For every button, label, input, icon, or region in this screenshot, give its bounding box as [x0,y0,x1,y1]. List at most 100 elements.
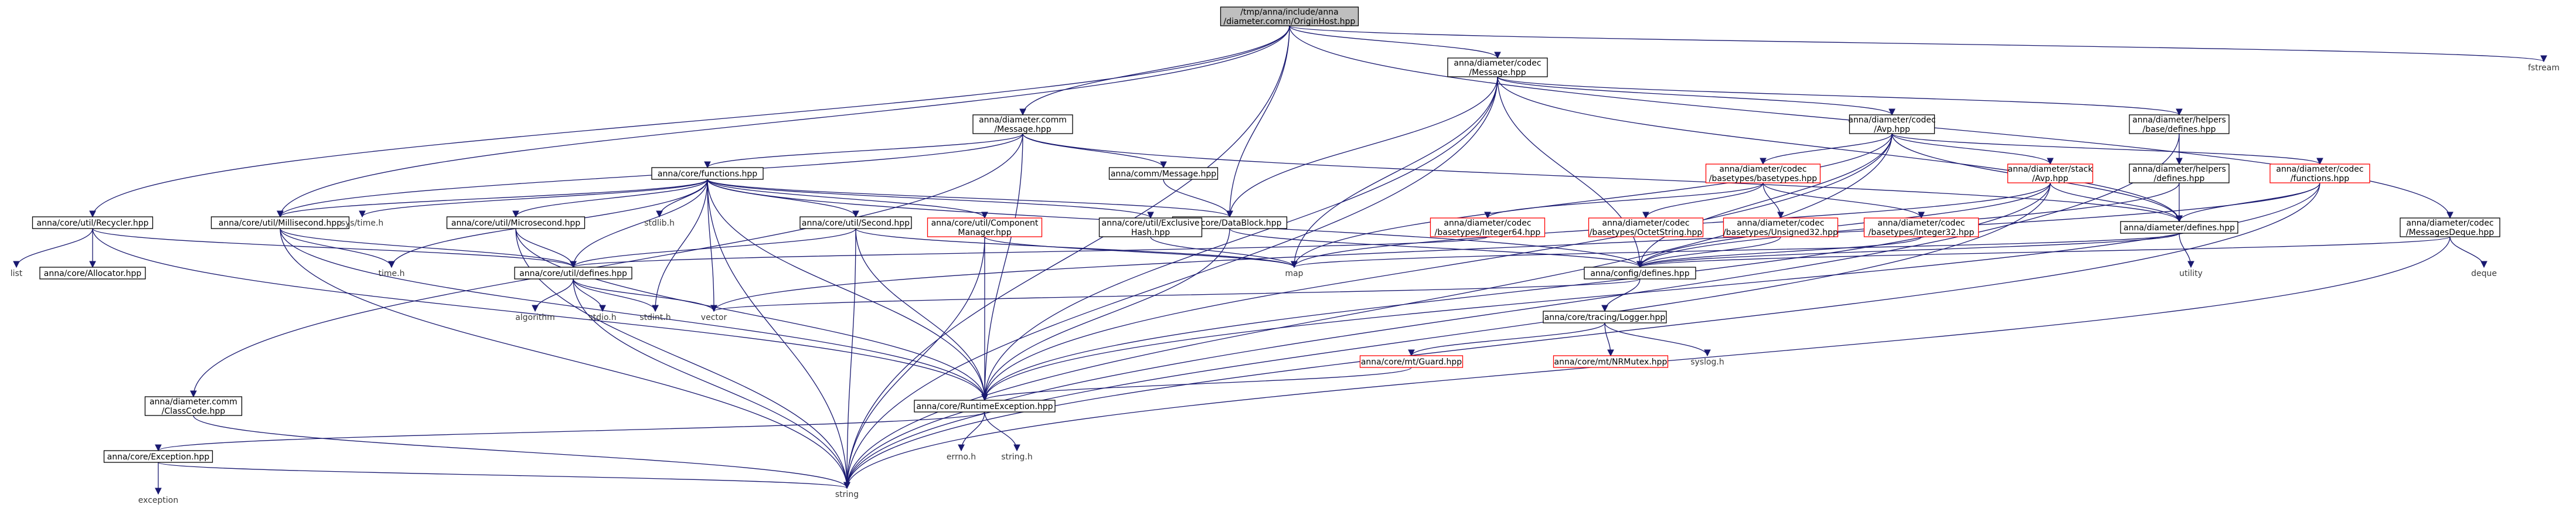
edge-functions-to-stdlib [656,179,708,218]
node-box [1359,355,1464,368]
node-label: string.h [1001,452,1033,462]
node-box [2269,163,2370,183]
node-anna-diameter-codec-basetypes-integer32-hpp[interactable]: anna/diameter/codec/basetypes/Integer32.… [1863,217,1979,237]
edge-basetypes-to-uns32 [1762,182,1784,219]
node-anna-diameter-codec-functions-hpp[interactable]: anna/diameter/codec/functions.hpp [2269,163,2370,183]
edge-datablock-to-rtexc [981,228,1230,401]
node-box [972,114,1073,134]
node-anna-core-runtimeexception-hpp[interactable]: anna/core/RuntimeException.hpp [914,400,1056,413]
node-label: stdint.h [639,313,671,322]
node-anna-diameter-codec-basetypes-octetstring-hpp[interactable]: anna/diameter/codec/basetypes/OctetStrin… [1588,217,1704,237]
node-label: anna/core/DataBlock.hpp [1178,219,1281,228]
node-anna-diameter-codec-messagesdeque-hpp[interactable]: anna/diameter/codec/MessagesDeque.hpp [2400,217,2500,237]
node-box [914,400,1056,413]
node-utility: utility [2179,269,2203,278]
node-label: anna/core/Allocator.hpp [44,269,142,278]
edge-avp-to-map [1291,133,1893,268]
node-box [1543,311,1667,323]
node-label: anna/diameter/stack [2008,165,2094,174]
node-anna-core-mt-guard-hpp[interactable]: anna/core/mt/Guard.hpp [1359,355,1464,368]
node-anna-core-util-second-hpp[interactable]: anna/core/util/Second.hpp [799,216,912,229]
node-anna-diameter-codec-message-hpp[interactable]: anna/diameter/codec/Message.hpp [1447,57,1548,77]
node-anna-core-util-defines-hpp[interactable]: anna/core/util/defines.hpp [514,267,632,280]
edge-codecmsg-to-helpersbase [1497,76,2183,116]
edge-milli-to-timeh [280,228,395,268]
node-box [1447,57,1548,77]
node-anna-diameter-codec-basetypes-basetypes-hpp[interactable]: anna/diameter/codec/basetypes/basetypes.… [1705,163,1821,183]
node-anna-diameter-defines-hpp[interactable]: anna/diameter/defines.hpp [2120,221,2238,234]
edge-avp-to-string [843,133,1893,489]
node-string-h: string.h [1001,452,1033,462]
edge-int64-to-utildefines [570,236,1488,268]
node-box [1863,217,1979,237]
node-anna-comm-message-hpp[interactable]: anna/comm/Message.hpp [1108,167,1219,180]
edge-msgdeque-to-configdefines [1636,236,2451,268]
edge-codecmsg-to-map [1291,76,1498,268]
node-anna-diameter-helpers-defines-hpp[interactable]: anna/diameter/helpers/defines.hpp [2129,163,2230,183]
node-anna-core-allocator-hpp[interactable]: anna/core/Allocator.hpp [39,267,146,280]
node-anna-diameter-codec-basetypes-unsigned32-hpp[interactable]: anna/diameter/codec/basetypes/Unsigned32… [1723,217,1839,237]
node-label: /base/defines.hpp [2142,125,2216,134]
node-anna-core-tracing-logger-hpp[interactable]: anna/core/tracing/Logger.hpp [1543,311,1667,323]
node-anna-core-functions-hpp[interactable]: anna/core/functions.hpp [651,167,764,180]
node-label: algorithm [515,313,555,322]
edge-utildefines-to-stdioh [573,278,606,312]
edge-codecmsg-to-rtexc [981,76,1498,401]
node-label: anna/diameter/codec [1848,115,1935,125]
node-anna-core-exception-hpp[interactable]: anna/core/Exception.hpp [103,450,213,463]
node-label: anna/core/tracing/Logger.hpp [1544,313,1666,322]
edge-root-to-codecmsg [1289,25,1501,59]
node-anna-diameter-helpers-base-defines-hpp[interactable]: anna/diameter/helpers/base/defines.hpp [2129,114,2230,134]
node-anna-core-util-microsecond-hpp[interactable]: anna/core/util/Microsecond.hpp [446,216,586,229]
node-label: utility [2179,269,2203,278]
node-label: anna/core/util/Exclusive [1102,219,1200,228]
node-label: anna/core/functions.hpp [658,169,757,179]
edge-codecmsg-to-avp [1497,76,1896,116]
node-label: /defines.hpp [2154,174,2205,183]
node-label: anna/comm/Message.hpp [1111,169,1216,179]
node-deque: deque [2471,269,2497,278]
edge-avp-to-rtexc [981,133,1893,401]
node-label: /tmp/anna/include/anna [1240,8,1338,17]
edge-uns32-to-configdefines [1636,236,1781,268]
node-anna-diameter-stack-avp-hpp[interactable]: anna/diameter/stack/Avp.hpp [2007,163,2094,183]
node-anna-diameter-codec-avp-hpp[interactable]: anna/diameter/codec/Avp.hpp [1848,114,1936,134]
node-box [1705,163,1821,183]
node-label: anna/core/util/Microsecond.hpp [451,219,580,228]
node-anna-diameter-comm-message-hpp[interactable]: anna/diameter.comm/Message.hpp [972,114,1073,134]
node-label: anna/diameter/codec [2406,219,2493,228]
node-anna-core-mt-nrmutex-hpp[interactable]: anna/core/mt/NRMutex.hpp [1553,355,1669,368]
edge-milli-to-rtexc [280,228,988,401]
edge-second-to-string [843,228,856,489]
node-anna-diameter-comm-classcode-hpp[interactable]: anna/diameter.comm/ClassCode.hpp [144,396,243,416]
node-box [1723,217,1839,237]
edge-int32-to-configdefines [1636,236,1922,268]
node-label: anna/core/mt/Guard.hpp [1361,357,1462,367]
node-anna-core-util-millisecond-hpp[interactable]: anna/core/util/Millisecond.hpp [210,216,350,229]
node-box [651,167,764,180]
node-label: /Message.hpp [1469,68,1526,77]
edge-commmsg-to-commmessage [1022,133,1167,169]
edge-utildefines-to-algorithm [532,278,574,312]
node-anna-diameter-codec-basetypes-integer64-hpp[interactable]: anna/diameter/codec/basetypes/Integer64.… [1430,217,1546,237]
node-label: anna/diameter.comm [149,397,237,407]
node-label: anna/diameter/codec [1719,165,1806,174]
edge-stackavp-to-rtexc [981,182,2051,401]
node-anna-core-util-recycler-hpp[interactable]: anna/core/util/Recycler.hpp [32,216,154,229]
node-errno-h: errno.h [947,452,976,462]
node-anna-config-defines-hpp[interactable]: anna/config/defines.hpp [1584,267,1696,280]
edge-recycler-to-rtexc [92,228,988,401]
edge-commmessage-to-datablock [1163,179,1233,218]
edge-functions-to-datablock [707,179,1233,218]
node-label: anna/config/defines.hpp [1590,269,1689,278]
edge-msgdeque-to-deque [2449,236,2487,268]
edge-second-to-utildefines [570,228,856,268]
node-label: /diameter.comm/OriginHost.hpp [1224,17,1356,26]
node-box [2007,163,2094,183]
edge-milli-to-string [280,228,850,489]
node-stdint-h: stdint.h [639,313,671,322]
edge-functions-to-stdinth [652,179,708,312]
node-tmp-anna-include-anna-diameter-comm-originhost-hpp[interactable]: /tmp/anna/include/anna/diameter.comm/Ori… [1220,6,1359,26]
